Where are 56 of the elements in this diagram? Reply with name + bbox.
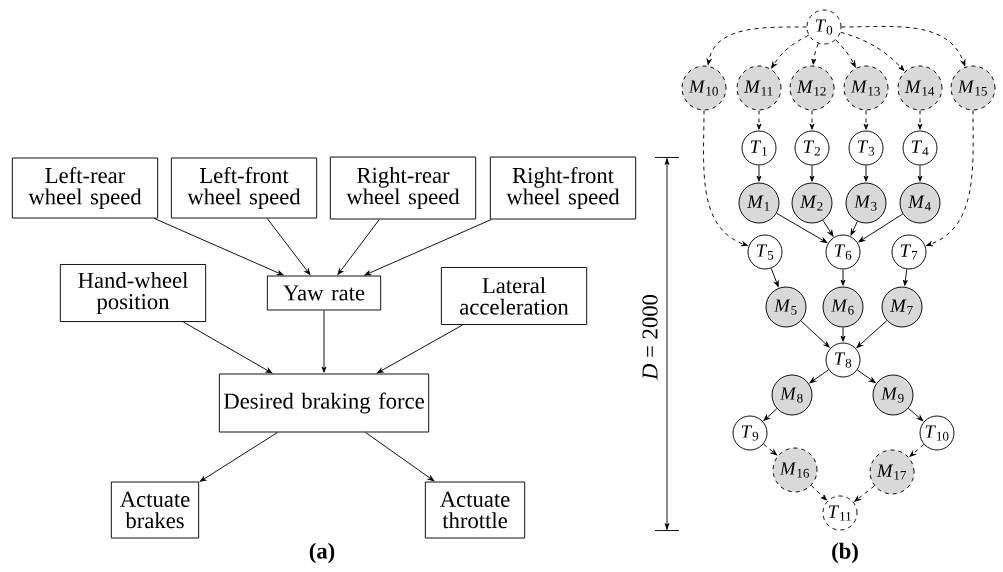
arrow (926, 110, 974, 247)
arrow (917, 165, 923, 182)
arrow (703, 110, 748, 247)
arrow (337, 219, 380, 275)
arrow (858, 213, 904, 243)
arrow (840, 31, 905, 71)
arrow (756, 165, 762, 182)
arrow (763, 443, 778, 456)
subfigure-label: (b) (832, 542, 858, 564)
arrow (706, 26, 807, 66)
process-box: Actuate throttle (424, 481, 526, 539)
process-box: Actuate brakes (110, 481, 200, 539)
arrow (840, 327, 846, 342)
arrow (321, 310, 327, 373)
arrow (365, 432, 435, 482)
arrow (835, 39, 856, 68)
arrow (800, 320, 830, 348)
arrow (811, 43, 819, 65)
arrow (770, 267, 779, 288)
subfigure-label: (a) (309, 542, 335, 564)
process-box: Lateral acceleration (440, 267, 588, 325)
arrow (903, 268, 908, 286)
arrow (776, 212, 828, 243)
arrow (809, 110, 815, 130)
arrow (266, 218, 311, 275)
arrow (908, 407, 924, 422)
process-box: Left-front wheel speed (170, 157, 318, 219)
arrow (810, 485, 827, 501)
arrow (863, 110, 869, 130)
arrow (756, 110, 762, 130)
arrow (364, 219, 492, 276)
arrow (771, 34, 810, 69)
arrow (909, 443, 925, 457)
process-box: Left-rear wheel speed (11, 157, 159, 219)
process-box: Right-front wheel speed (489, 156, 637, 220)
arrow (809, 369, 830, 384)
process-box: Hand-wheel position (59, 264, 207, 322)
arrow (854, 485, 875, 502)
arrow (841, 25, 966, 67)
arrow (850, 221, 858, 236)
arrow (856, 320, 888, 348)
process-box: Yaw rate (266, 275, 382, 311)
dimension-label: D = 2000 (642, 294, 658, 381)
process-box: Desired braking force (218, 373, 430, 433)
process-box: Right-rear wheel speed (329, 156, 477, 220)
arrow (917, 110, 923, 130)
arrow (377, 324, 463, 374)
arrow (763, 408, 778, 421)
arrow (822, 219, 834, 237)
arrow (199, 432, 278, 482)
arrow (809, 165, 815, 182)
arrow (153, 218, 284, 276)
arrow (840, 269, 846, 286)
arrow (182, 321, 273, 374)
arrow (863, 165, 869, 182)
arrow (856, 369, 876, 383)
